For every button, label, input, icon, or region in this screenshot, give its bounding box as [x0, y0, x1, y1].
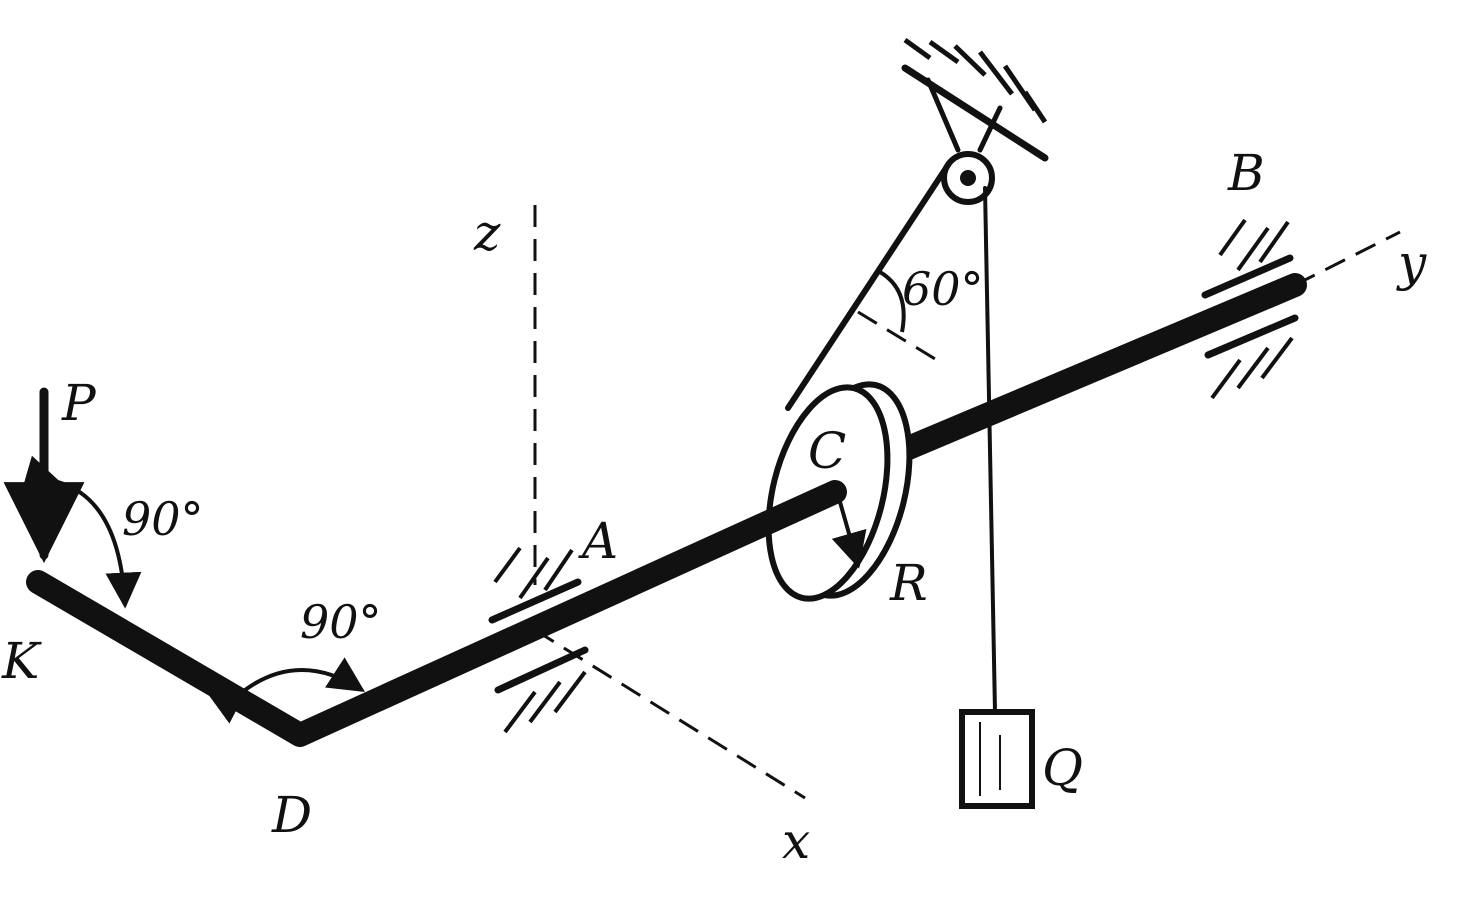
weight-q [959, 709, 1035, 809]
ceiling-support [901, 37, 1049, 162]
label-z: z [473, 204, 501, 262]
label-b: B [1227, 144, 1265, 202]
angle-60: 60° [902, 262, 984, 316]
label-r: R [889, 554, 928, 612]
label-a: A [578, 512, 618, 570]
angle-90-k: 90° [122, 492, 204, 546]
label-k: K [1, 632, 42, 690]
label-x: x [782, 812, 810, 870]
shaft-front [26, 480, 847, 747]
angle-90-d: 90° [300, 595, 382, 649]
label-d: D [271, 786, 312, 844]
label-y: y [1396, 234, 1427, 292]
rope [785, 162, 997, 714]
angle-arcs [21, 270, 906, 724]
label-p: P [61, 374, 97, 432]
y-axis [1294, 230, 1401, 287]
bearing-a [488, 546, 589, 734]
label-q: Q [1042, 739, 1083, 797]
x-axis [534, 628, 806, 800]
shaft-rear [868, 273, 1307, 472]
angle-ref-dashed [857, 310, 946, 367]
radius-arrow [831, 493, 867, 569]
label-c: C [808, 422, 846, 480]
pulley [925, 77, 1003, 205]
axes [533, 205, 1401, 800]
bearing-b [1201, 218, 1299, 400]
